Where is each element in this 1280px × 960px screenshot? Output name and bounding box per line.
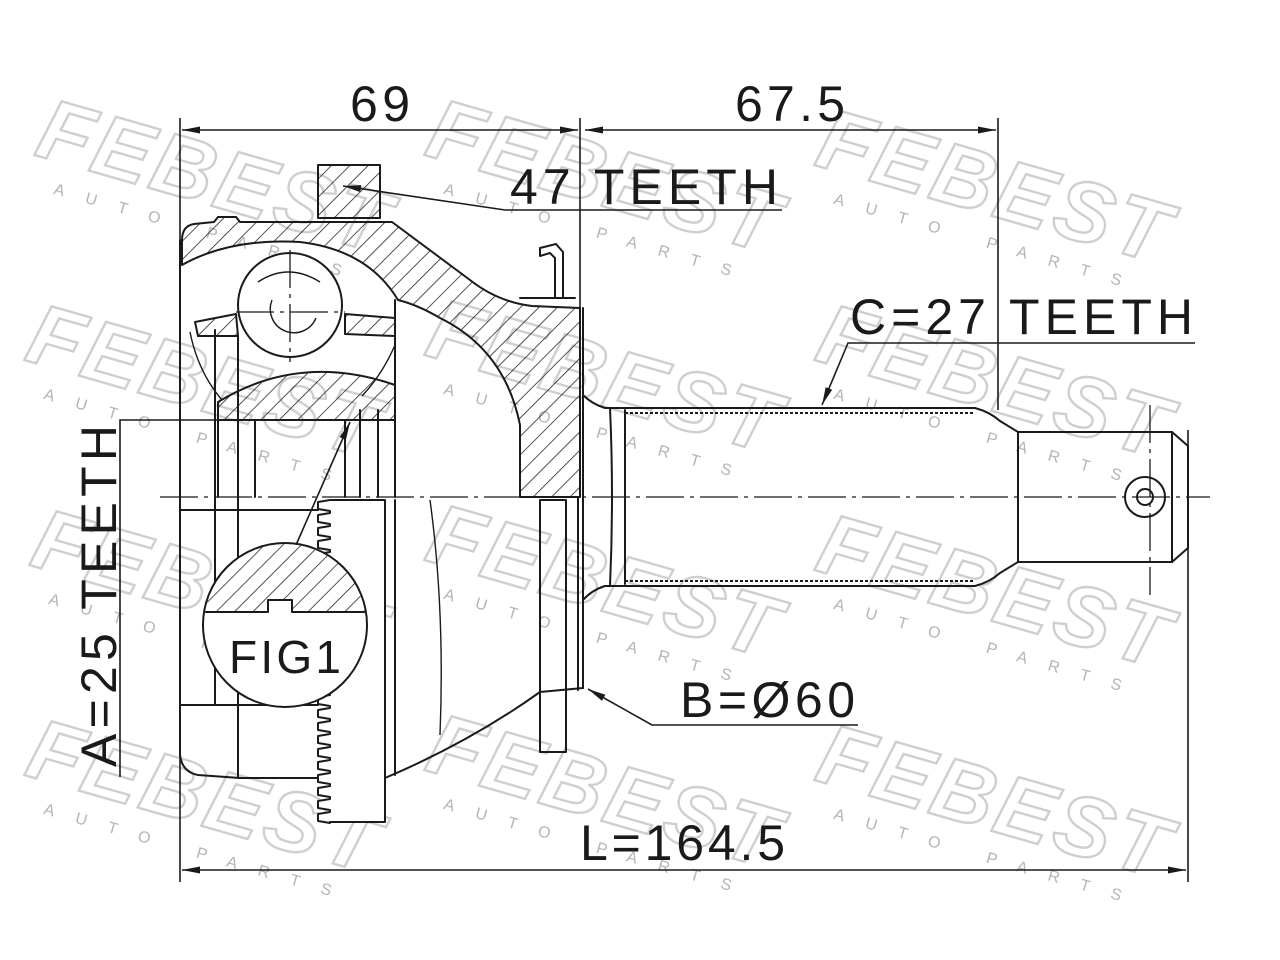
- fig1-detail: FIG1: [202, 542, 368, 708]
- dimension-shaft-value: 67.5: [735, 76, 845, 132]
- cage-left-section: [194, 313, 239, 337]
- label-outer-teeth: 47 TEETH: [510, 159, 778, 215]
- leader-abs-diameter: [587, 688, 858, 726]
- cage-right-section: [344, 313, 396, 337]
- dimension-total-value: L=164.5: [580, 815, 785, 871]
- leader-shaft-teeth: [821, 342, 1195, 406]
- label-fig1: FIG1: [229, 631, 341, 683]
- ball-crosshair: [236, 250, 345, 362]
- dust-shield-hook: [519, 243, 576, 299]
- outer-race-lower-outline: [384, 687, 584, 779]
- fig1-hatched-section: [204, 544, 366, 612]
- leader-outer-teeth: [342, 185, 782, 211]
- label-shaft-teeth: C=27 TEETH: [850, 289, 1193, 345]
- outer-race-section: [181, 216, 581, 498]
- dust-shield-lower: [539, 499, 567, 753]
- outer-race-lower-profile: [429, 499, 442, 736]
- inner-mechanism: [189, 250, 396, 498]
- inner-race-spline-lines: [217, 409, 379, 498]
- leader-fig1: [295, 421, 351, 546]
- flange-face-line: [577, 307, 584, 691]
- inner-race-section: [217, 370, 396, 421]
- abs-ring-tooth-section: [317, 164, 381, 219]
- dimension-outer-value: 69: [350, 76, 410, 132]
- flange: [519, 243, 584, 753]
- annotations: 47 TEETH C=27 TEETH A=25 TEETH B=Ø60: [71, 159, 1195, 777]
- leader-inner-teeth: [119, 419, 352, 777]
- fig1-key-profile: [204, 599, 366, 613]
- label-abs-diameter: B=Ø60: [680, 672, 855, 728]
- fig1-detail-circle: [202, 542, 368, 708]
- ball-detail: [257, 271, 321, 334]
- dimensions: 69 67.5 L=164.5: [179, 76, 1189, 882]
- label-inner-teeth: A=25 TEETH: [71, 425, 127, 767]
- shaft-spline-lines: [625, 412, 975, 582]
